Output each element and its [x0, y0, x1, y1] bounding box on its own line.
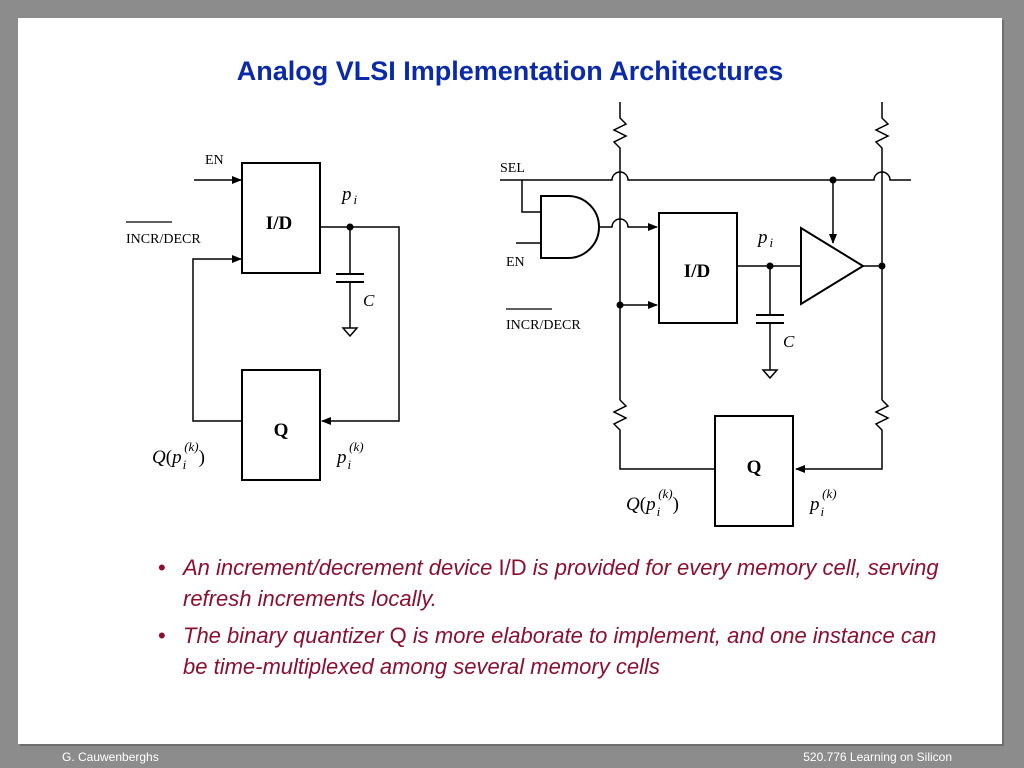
bullet-term: Q	[389, 623, 407, 648]
right-incr-label: INCR/DECR	[506, 318, 581, 333]
left-id-block	[241, 162, 321, 274]
right-q-label: Q	[747, 457, 762, 478]
bullet-text: is provided for every memory cell, servi…	[183, 555, 939, 611]
left-id-label: I/D	[266, 213, 292, 234]
right-q-block	[714, 415, 794, 527]
right-en-label: EN	[506, 255, 525, 270]
bullet-text: The binary quantizer	[183, 623, 390, 648]
right-id-label: I/D	[684, 261, 710, 282]
left-cap-label: C	[363, 291, 375, 310]
slide: Analog VLSI Implementation Architectures…	[18, 18, 1002, 744]
left-pk-label: pi(k)	[335, 439, 364, 472]
bullet-text: An increment/decrement device	[183, 555, 499, 580]
right-q-out-label: Q(pi(k))	[626, 486, 679, 519]
bullet-dot: •	[158, 555, 166, 580]
bullet-dot: •	[158, 623, 166, 648]
left-incr-label: INCR/DECR	[126, 232, 201, 247]
footer-course: 520.776 Learning on Silicon	[803, 750, 952, 764]
footer-author: G. Cauwenberghs	[62, 750, 159, 764]
slide-title: Analog VLSI Implementation Architectures	[236, 56, 784, 86]
right-sel-label: SEL	[500, 161, 525, 176]
right-circuit: SEL EN INCR/DECR I/D	[500, 102, 911, 527]
right-pk-label: pi(k)	[808, 486, 837, 519]
bullet-list: • An increment/decrement device I/D is p…	[158, 552, 948, 688]
and-gate	[540, 195, 600, 259]
left-en-label: EN	[205, 153, 224, 168]
bullet-term: I/D	[498, 555, 527, 580]
left-q-out-label: Q(pi(k))	[152, 439, 205, 472]
right-cap-label: C	[783, 332, 795, 351]
left-q-label: Q	[274, 420, 289, 441]
bullet-text: is more elaborate to implement, and one …	[183, 623, 937, 679]
buffer-amplifier	[800, 226, 865, 306]
bullet-item: • An increment/decrement device I/D is p…	[158, 552, 948, 614]
left-q-block	[241, 369, 321, 481]
right-id-block	[658, 212, 738, 324]
bullet-item: • The binary quantizer Q is more elabora…	[158, 620, 948, 682]
